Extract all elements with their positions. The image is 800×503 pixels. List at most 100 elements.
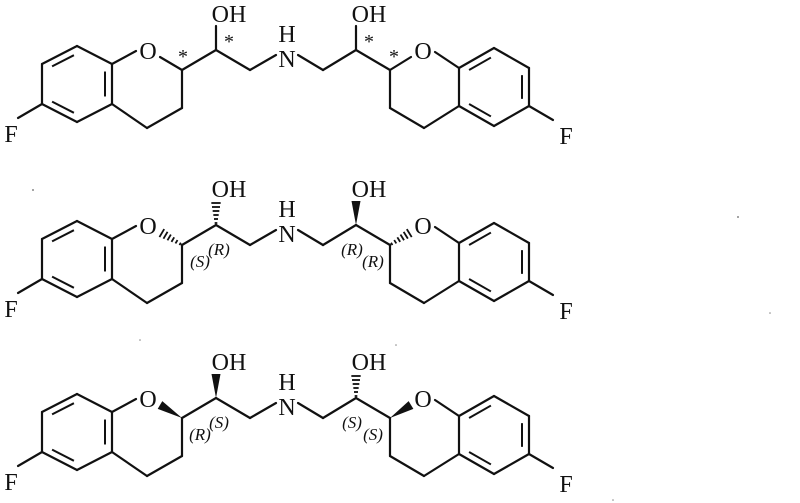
c4-ar-bond <box>110 277 149 305</box>
ar-o-bond <box>110 397 138 414</box>
ring-bond <box>492 221 531 245</box>
wedge-bond-carbinol-oh <box>211 374 221 398</box>
ring-bond <box>40 392 79 414</box>
amine-hydrogen-label: H <box>278 370 295 396</box>
right-fluorine-label: F <box>559 124 572 150</box>
ring-bond <box>40 277 79 299</box>
ring-bond <box>492 46 531 70</box>
c2-carbinol-bond <box>180 223 218 247</box>
right-benzene-ring <box>457 46 531 128</box>
stereocenter-star: * <box>389 46 399 68</box>
c4-ar-bond <box>422 104 461 130</box>
o-ar-bond <box>433 398 461 418</box>
c2-o-bond <box>388 55 413 72</box>
stereo-descriptor-label: (R) <box>189 425 211 444</box>
carbinol-ch2-bond <box>214 396 252 420</box>
c4-ar-bond <box>110 102 149 130</box>
c3-c4-bond <box>388 454 426 478</box>
right-hydroxyl-label: OH <box>352 2 387 28</box>
aromatic-inner-bond <box>468 404 492 419</box>
ring-bond <box>75 219 114 241</box>
left-fluorine-label: F <box>4 297 17 323</box>
c3-c4-bond <box>145 106 184 130</box>
scan-speck <box>737 216 739 218</box>
ch2-carbinol-bond <box>321 223 358 247</box>
left-benzene-ring <box>40 44 114 124</box>
ring-bond <box>457 104 496 128</box>
carbinol-ch2-bond <box>214 48 252 72</box>
o-ar-bond <box>433 225 461 245</box>
wedge-bond-carbinol-oh <box>351 201 361 225</box>
c3-c4-bond <box>145 454 184 478</box>
left-hydroxyl-label: OH <box>212 2 247 28</box>
c4-ar-bond <box>422 279 461 305</box>
amine-nitrogen-label: N <box>278 222 295 248</box>
ring-bond <box>457 46 496 70</box>
ring-bond <box>40 102 79 124</box>
o-c2-bond <box>158 55 184 72</box>
right-benzene-ring <box>457 221 531 303</box>
ring-bond <box>492 394 531 418</box>
left-hydroxyl-label: OH <box>212 177 247 203</box>
aromatic-inner-bond <box>51 229 75 243</box>
amine-nitrogen-label: N <box>278 47 295 73</box>
ring-bond <box>457 221 496 245</box>
scan-speck <box>769 312 771 314</box>
c2-carbinol-bond <box>180 48 218 72</box>
stereo-descriptor-label: (S) <box>209 413 229 432</box>
c-f-bond <box>527 452 555 470</box>
ring-bond <box>75 277 114 299</box>
c2-carbinol-bond <box>180 396 218 420</box>
stereocenter-star: * <box>178 46 188 68</box>
n-ch2-bond <box>296 228 325 247</box>
c4-ar-bond <box>110 450 149 478</box>
ch2-carbinol-bond <box>321 48 358 72</box>
aromatic-inner-bond <box>468 231 492 246</box>
hashed-bond-carbinol-oh <box>211 202 221 224</box>
stereocenter-star: * <box>364 31 374 53</box>
c3-c4-bond <box>145 281 184 305</box>
right-fluorine-label: F <box>559 472 572 498</box>
n-ch2-bond <box>296 401 325 420</box>
left-ring-oxygen-label: O <box>139 39 156 65</box>
ar-o-bond <box>110 224 138 241</box>
hashed-bond-carbinol-oh <box>351 375 361 397</box>
ch2-n-bond <box>248 228 278 247</box>
right-hydroxyl-label: OH <box>352 350 387 376</box>
ring-bond <box>40 450 79 472</box>
right-ring-oxygen-label: O <box>414 214 431 240</box>
stereo-descriptor-label: (S) <box>363 425 383 444</box>
c4-ar-bond <box>422 452 461 478</box>
ring-bond <box>75 450 114 472</box>
c-f-bond <box>527 279 555 297</box>
ring-bond <box>457 394 496 418</box>
carbinol-c2-bond <box>354 396 392 420</box>
left-fluorine-label: F <box>4 470 17 496</box>
left-fluorine-label: F <box>4 122 17 148</box>
aromatic-inner-bond <box>51 54 75 68</box>
aromatic-inner-bond <box>468 278 492 293</box>
hashed-bond-o-c2 <box>158 228 182 246</box>
aromatic-inner-bond <box>51 402 75 416</box>
amine-nitrogen-label: N <box>278 395 295 421</box>
left-ring-oxygen-label: O <box>139 214 156 240</box>
ar-o-bond <box>110 49 138 66</box>
carbinol-ch2-bond <box>214 223 252 247</box>
ch2-n-bond <box>248 401 278 420</box>
ring-bond <box>492 279 531 303</box>
stereo-descriptor-label: (R) <box>208 240 230 259</box>
scan-speck <box>395 344 397 346</box>
c-f-bond <box>527 104 555 122</box>
stereo-descriptor-label: (R) <box>362 252 384 271</box>
carbinol-c2-bond <box>354 223 392 247</box>
ring-bond <box>40 219 79 241</box>
o-ar-bond <box>433 50 461 70</box>
stereo-descriptor-label: (S) <box>342 413 362 432</box>
left-benzene-ring <box>40 219 114 299</box>
amine-hydrogen-label: H <box>278 22 295 48</box>
right-hydroxyl-label: OH <box>352 177 387 203</box>
stereo-descriptor-label: (S) <box>190 252 210 271</box>
